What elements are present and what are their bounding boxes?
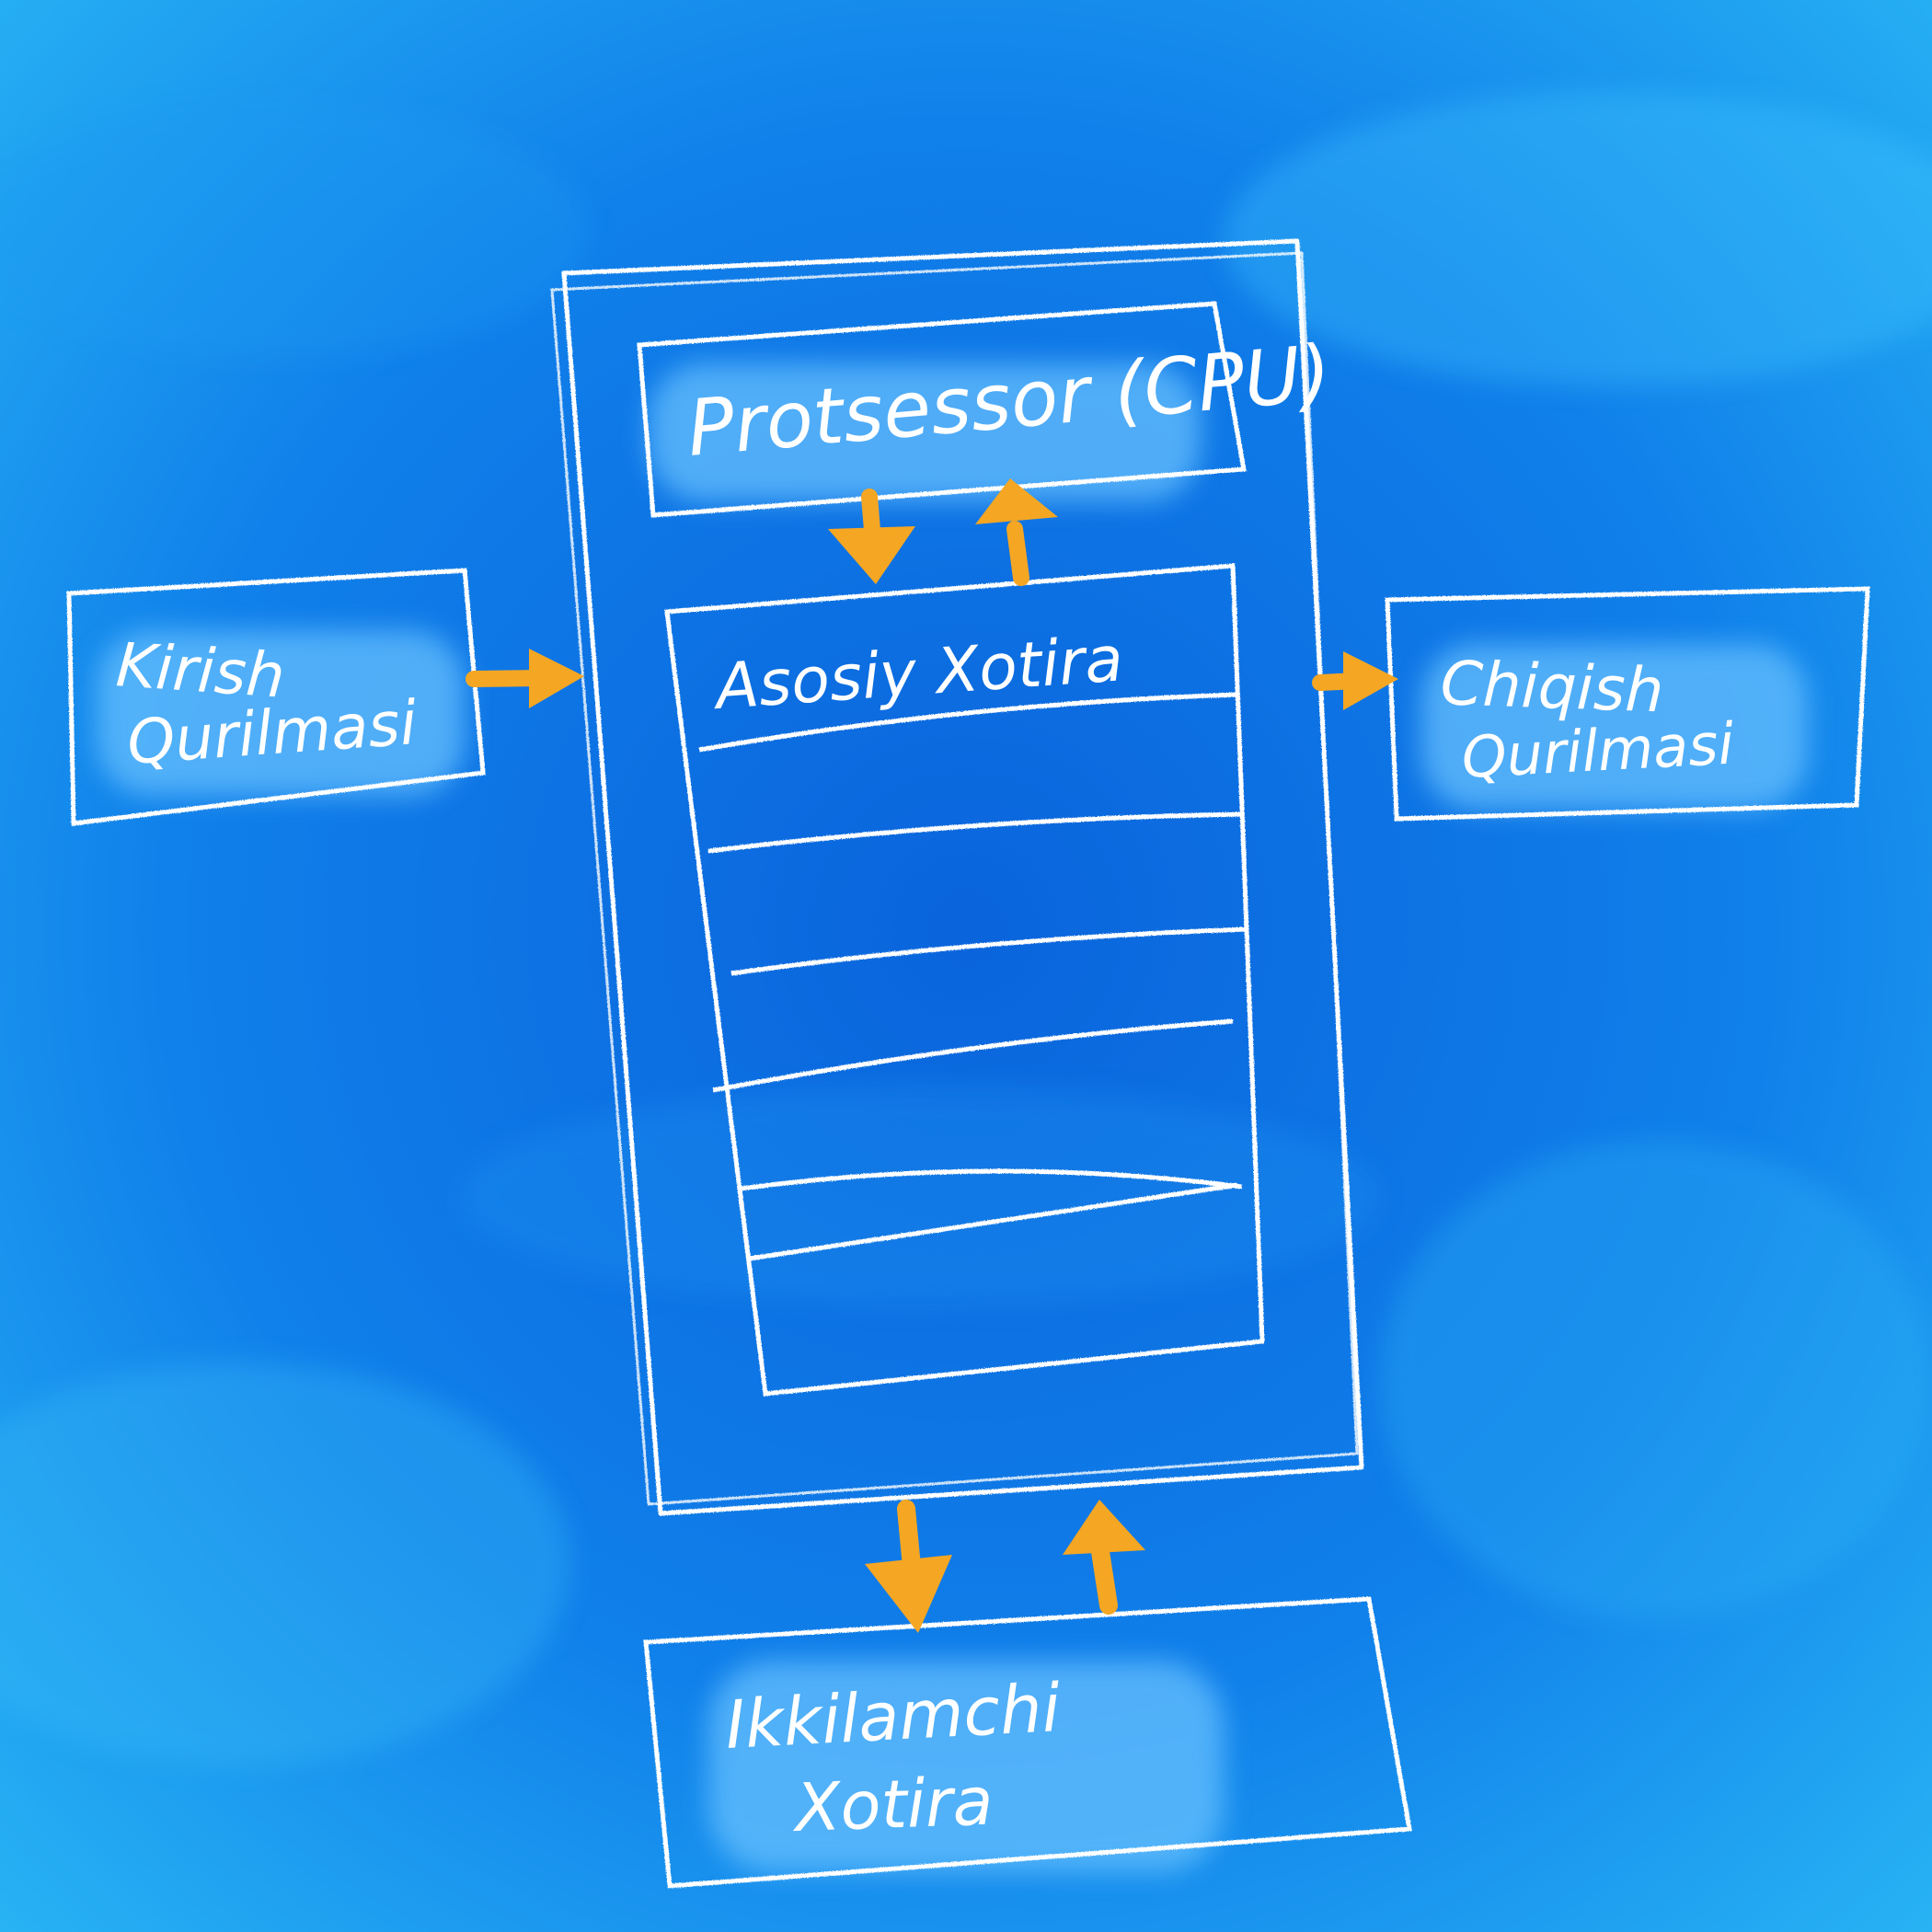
output-device-box — [1385, 586, 1870, 822]
arrow-computer-to-secondary-memory — [865, 1500, 952, 1633]
input-device-box — [66, 568, 486, 826]
arrow-cpu-to-main-memory — [828, 489, 915, 584]
memory-cell-divider — [740, 1168, 1243, 1191]
secondary-memory-label-line1: Ikkilamchi — [723, 1669, 1062, 1764]
secondary-memory-node[interactable]: Ikkilamchi Xotira — [643, 1596, 1412, 1889]
computer-unit-box-sketch — [550, 251, 1359, 1506]
output-device-node[interactable]: Chiqish Qurilmasi — [1385, 586, 1870, 822]
background-swirls — [0, 92, 1932, 1766]
main-memory-cells — [698, 692, 1248, 1261]
secondary-memory-box — [643, 1596, 1412, 1889]
main-memory-box — [664, 563, 1265, 1397]
cpu-box — [637, 301, 1247, 518]
main-memory-node[interactable]: Asosiy Xotira — [664, 563, 1265, 1397]
memory-cell-divider — [730, 926, 1248, 976]
memory-cell-divider — [749, 1182, 1238, 1261]
arrow-input-to-computer — [466, 649, 584, 708]
computer-unit-box — [561, 238, 1364, 1516]
output-device-label-line1: Chiqish — [1439, 648, 1664, 726]
output-device-label-line2: Qurilmasi — [1460, 710, 1735, 791]
arrow-computer-to-output — [1312, 651, 1398, 710]
arrow-secondary-memory-to-computer — [1063, 1500, 1145, 1615]
memory-cell-divider — [707, 811, 1243, 854]
memory-cell-divider — [712, 1018, 1234, 1093]
label-glows — [97, 363, 1808, 1872]
secondary-memory-label-line2: Xotira — [790, 1763, 995, 1847]
memory-cell-divider — [698, 692, 1238, 753]
arrow-main-memory-to-cpu — [975, 478, 1058, 586]
arrows — [466, 478, 1398, 1633]
input-device-label-line1: Kirish — [114, 629, 287, 712]
